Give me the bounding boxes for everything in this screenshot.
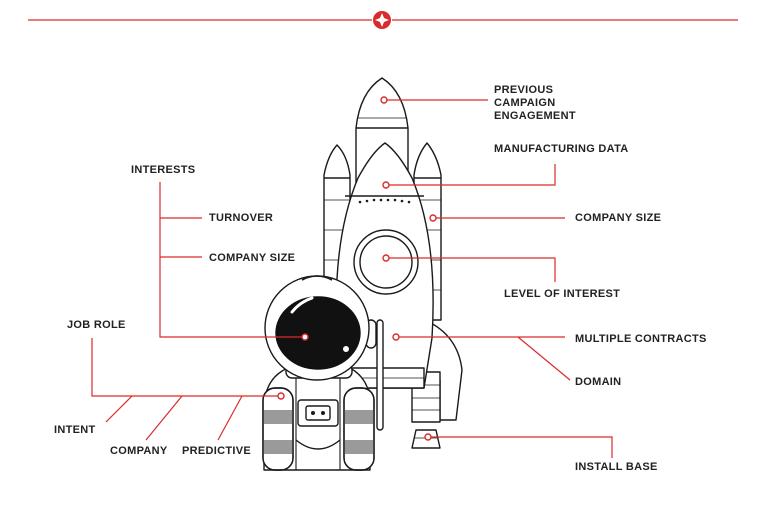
helmet-crest	[301, 275, 333, 281]
dot-company-size-right	[429, 214, 437, 222]
label-level-of-interest: LEVEL OF INTEREST	[504, 288, 621, 300]
compass-star-icon	[373, 11, 391, 29]
callout-dots	[277, 96, 437, 441]
dot-interests	[301, 333, 309, 341]
astronaut-illustration	[262, 275, 377, 471]
label-company-size-right: COMPANY SIZE	[575, 212, 662, 224]
dot-previous-campaign	[380, 96, 388, 104]
label-interests: INTERESTS	[131, 164, 196, 176]
label-predictive: PREDICTIVE	[182, 445, 252, 457]
dot-job-role	[277, 392, 285, 400]
astronaut-left-arm	[262, 387, 294, 471]
rocket-porthole-inner	[359, 235, 413, 289]
label-domain: DOMAIN	[575, 376, 622, 388]
dot-level-of-interest	[382, 254, 390, 262]
dot-multiple-contracts	[392, 333, 400, 341]
helmet-visor	[275, 296, 361, 370]
dot-install-base	[424, 433, 432, 441]
label-job-role: JOB ROLE	[67, 319, 126, 331]
label-turnover: TURNOVER	[209, 212, 274, 224]
label-previous-campaign-engagement: PREVIOUS CAMPAIGN ENGAGEMENT	[494, 84, 576, 123]
dot-manufacturing-data	[382, 181, 390, 189]
label-install-base: INSTALL BASE	[575, 461, 658, 473]
label-multiple-contracts: MULTIPLE CONTRACTS	[575, 333, 707, 345]
rocket-rod	[376, 319, 384, 431]
label-line-3: ENGAGEMENT	[494, 110, 576, 122]
label-line-2: CAMPAIGN	[494, 97, 556, 109]
label-manufacturing-data: MANUFACTURING DATA	[494, 143, 629, 155]
label-intent: INTENT	[54, 424, 96, 436]
label-company: COMPANY	[110, 445, 168, 457]
label-company-size-left: COMPANY SIZE	[209, 252, 296, 264]
label-line-1: PREVIOUS	[494, 84, 554, 96]
rocket-illustration	[323, 77, 463, 449]
astronaut-right-arm	[343, 387, 375, 471]
rocket-rivets	[358, 198, 411, 204]
callout-lines	[91, 99, 613, 458]
